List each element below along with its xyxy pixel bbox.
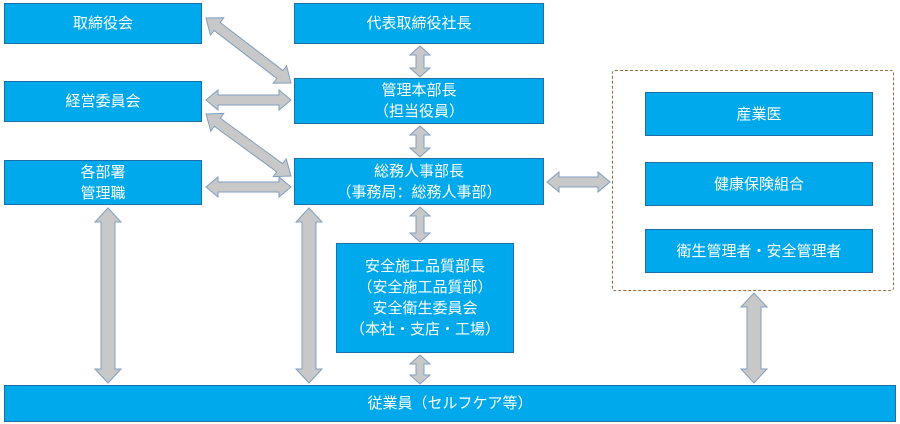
external-support-group [612, 70, 894, 291]
arrow-board-admin [205, 17, 292, 84]
arrow-managers-employees [93, 207, 123, 384]
arrow-external-employees [739, 292, 769, 384]
admin-head-node: 管理本部長 （担当役員） [294, 78, 544, 124]
arrow-managers-hr [205, 175, 292, 199]
arrow-president-admin [408, 45, 432, 78]
hygiene-manager-node: 衛生管理者・安全管理者 [645, 229, 873, 273]
safety-head-node: 安全施工品質部長 （安全施工品質部） 安全衛生委員会 （本社・支店・工場） [336, 243, 514, 353]
dept-managers-node: 各部署 管理職 [4, 160, 202, 205]
arrow-hr-employees [294, 207, 324, 384]
industrial-doctor-node: 産業医 [645, 92, 873, 136]
president-node: 代表取締役社長 [294, 3, 544, 44]
arrow-admin-hr [408, 125, 432, 158]
hr-head-node: 総務人事部長 （事務局：総務人事部） [294, 158, 544, 205]
arrow-committee-hr [205, 112, 292, 178]
board-node: 取締役会 [4, 3, 202, 44]
arrow-safety-employees [408, 354, 432, 385]
arrow-hr-safety [408, 206, 432, 243]
management-committee-node: 経営委員会 [4, 81, 202, 122]
health-insurance-node: 健康保険組合 [645, 162, 873, 206]
arrow-hr-external [546, 170, 611, 194]
employees-node: 従業員（セルフケア等） [4, 385, 896, 422]
arrow-committee-admin [205, 88, 292, 112]
